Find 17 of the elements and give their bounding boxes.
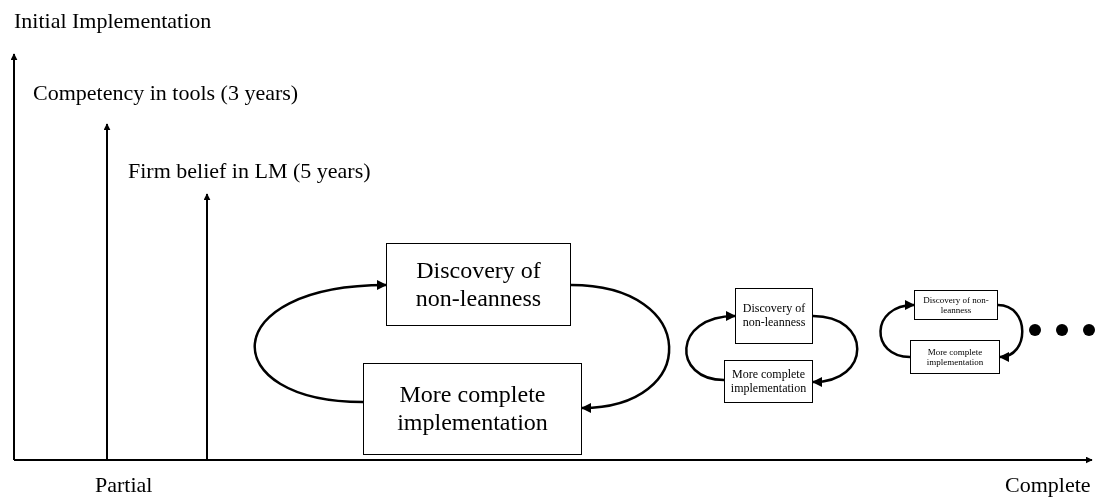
curved-arrow bbox=[812, 314, 859, 387]
curved-arrow bbox=[253, 280, 387, 404]
process-box: More complete implementation bbox=[363, 363, 582, 455]
milestone-label: Firm belief in LM (5 years) bbox=[128, 158, 371, 184]
curved-arrow bbox=[997, 303, 1024, 361]
process-box: Discovery of non-leanness bbox=[386, 243, 571, 326]
curved-arrow bbox=[570, 283, 671, 413]
process-box: Discovery of non-leanness bbox=[914, 290, 998, 320]
process-box: Discovery of non-leanness bbox=[735, 288, 813, 344]
curved-arrow bbox=[685, 311, 736, 382]
axis-label: Partial bbox=[95, 472, 153, 498]
axis-label: Complete bbox=[1005, 472, 1091, 498]
axis-label: Initial Implementation bbox=[14, 8, 212, 34]
process-box: More complete implementation bbox=[910, 340, 1000, 374]
milestone-label: Competency in tools (3 years) bbox=[33, 80, 299, 106]
curved-arrow bbox=[879, 300, 915, 359]
process-box: More complete implementation bbox=[724, 360, 813, 403]
